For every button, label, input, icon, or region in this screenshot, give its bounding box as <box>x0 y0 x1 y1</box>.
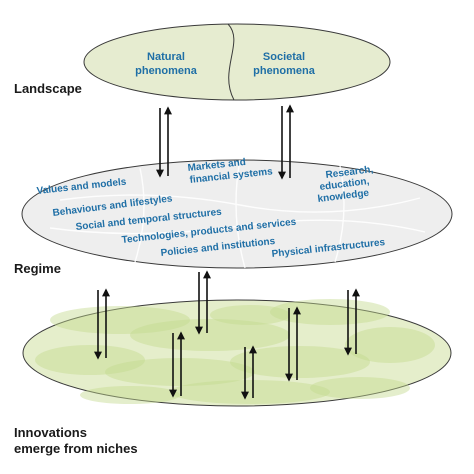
societal-phenomena-line2: phenomena <box>253 65 316 77</box>
niche-outline-ellipse <box>22 299 452 407</box>
niche-blob <box>50 306 190 334</box>
societal-phenomena-line1: Societal <box>263 51 305 63</box>
niche-blob <box>35 345 145 375</box>
niche-blobs <box>35 299 435 404</box>
landscape-ellipse <box>83 23 391 101</box>
niche-blob <box>170 380 330 404</box>
landscape-layer <box>83 23 391 101</box>
niche-blob <box>80 386 180 404</box>
niche-blob <box>210 305 290 325</box>
niche-blob <box>345 327 435 363</box>
regime-layer <box>21 159 453 269</box>
niche-blob <box>105 358 255 386</box>
niche-blob <box>130 319 290 351</box>
innovations-level-label: Innovations <box>14 425 87 440</box>
niche-blob <box>230 346 370 378</box>
niches-level-label: emerge from niches <box>14 441 138 456</box>
regime-ellipse <box>21 159 453 269</box>
natural-phenomena-line1: Natural <box>147 51 185 63</box>
landscape-divider <box>227 23 235 101</box>
interaction-arrows <box>94 104 360 400</box>
natural-phenomena-line2: phenomena <box>135 65 198 77</box>
niche-blob <box>310 377 410 399</box>
niche-blob <box>270 299 390 325</box>
landscape-level-label: Landscape <box>14 81 82 96</box>
regime-level-label: Regime <box>14 261 61 276</box>
niche-layer <box>22 299 452 407</box>
regime-puzzle-lines <box>49 159 426 269</box>
